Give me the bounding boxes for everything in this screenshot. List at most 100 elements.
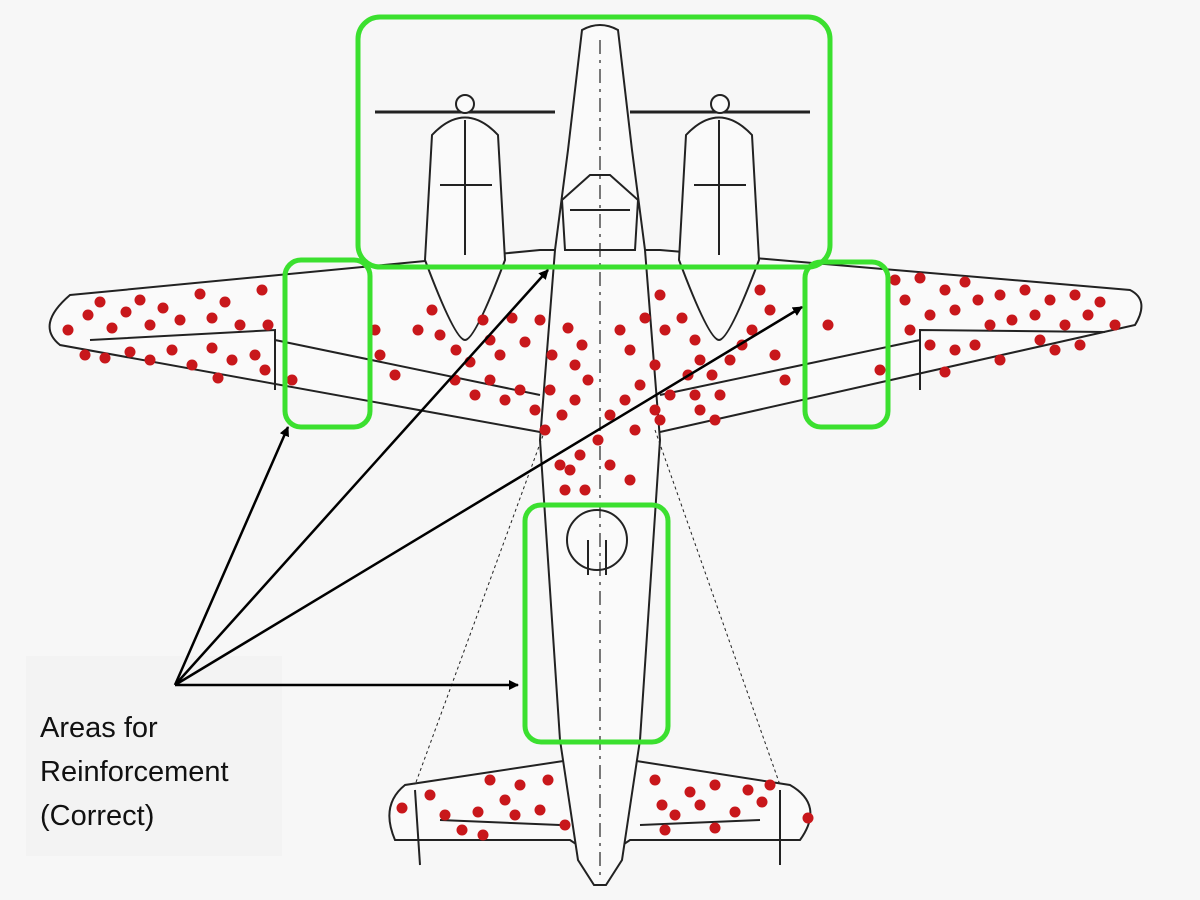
- arrow-to-left-wing-root: [173, 426, 290, 686]
- bullet-hole-dot: [1109, 319, 1121, 331]
- cockpit: [560, 174, 640, 251]
- bullet-hole-dot: [714, 389, 726, 401]
- bullet-hole-dot: [484, 374, 496, 386]
- bullet-hole-dot: [234, 319, 246, 331]
- reinforcement-label: Areas for Reinforcement (Correct): [40, 706, 229, 838]
- bullet-hole-dot: [654, 414, 666, 426]
- bullet-hole-dot: [579, 484, 591, 496]
- bullet-hole-dot: [619, 394, 631, 406]
- bullet-hole-dot: [689, 389, 701, 401]
- bullet-hole-dot: [1069, 289, 1081, 301]
- bullet-hole-dot: [477, 829, 489, 841]
- wing-flap-lines: [89, 328, 541, 396]
- bullet-hole-dot: [389, 369, 401, 381]
- bullet-hole-dot: [694, 404, 706, 416]
- bullet-hole-dot: [649, 404, 661, 416]
- bullet-hole-dot: [614, 324, 626, 336]
- bullet-hole-dot: [939, 284, 951, 296]
- bullet-hole-dot: [426, 304, 438, 316]
- bullet-hole-dot: [124, 346, 136, 358]
- bullet-hole-dot: [256, 284, 268, 296]
- bullet-hole-dot: [729, 806, 741, 818]
- bullet-hole-dot: [924, 309, 936, 321]
- bullet-hole-dot: [477, 314, 489, 326]
- bullet-hole-dot: [412, 324, 424, 336]
- bullet-hole-dot: [157, 302, 169, 314]
- bullet-hole-dot: [219, 296, 231, 308]
- bullet-hole-dot: [249, 349, 261, 361]
- bullet-hole-dot: [629, 424, 641, 436]
- bullet-hole-dot: [574, 449, 586, 461]
- left-spinner: [455, 94, 475, 114]
- highlight-rear-fuselage: [522, 502, 671, 745]
- bullet-hole-dot: [654, 289, 666, 301]
- bullet-hole-dot: [949, 344, 961, 356]
- bullet-hole-dot: [562, 322, 574, 334]
- bullet-hole-dot: [529, 404, 541, 416]
- bullet-hole-dot: [694, 354, 706, 366]
- bullet-hole-dot: [82, 309, 94, 321]
- bullet-hole-dot: [889, 274, 901, 286]
- label-line-3: (Correct): [40, 800, 155, 832]
- bullet-hole-dot: [676, 312, 688, 324]
- bullet-hole-dot: [424, 789, 436, 801]
- bullet-hole-dot: [569, 394, 581, 406]
- bullet-hole-dot: [1082, 309, 1094, 321]
- bullet-holes: [62, 272, 1121, 841]
- bullet-hole-dot: [456, 824, 468, 836]
- bullet-hole-dot: [506, 312, 518, 324]
- bullet-hole-dot: [484, 774, 496, 786]
- bullet-hole-dot: [709, 822, 721, 834]
- bullet-hole-dot: [1059, 319, 1071, 331]
- bullet-hole-dot: [1074, 339, 1086, 351]
- bullet-hole-dot: [259, 364, 271, 376]
- bullet-hole-dot: [509, 809, 521, 821]
- bullet-hole-dot: [959, 276, 971, 288]
- bullet-hole-dot: [1029, 309, 1041, 321]
- bullet-hole-dot: [899, 294, 911, 306]
- bullet-hole-dot: [499, 394, 511, 406]
- bullet-hole-dot: [756, 796, 768, 808]
- bullet-hole-dot: [144, 354, 156, 366]
- turret-guns: [587, 540, 607, 575]
- bullet-hole-dot: [62, 324, 74, 336]
- bullet-hole-dot: [439, 809, 451, 821]
- bullet-hole-dot: [534, 314, 546, 326]
- label-background: [26, 656, 282, 856]
- bullet-hole-dot: [556, 409, 568, 421]
- bullet-hole-dot: [709, 414, 721, 426]
- bullet-hole-dot: [802, 812, 814, 824]
- highlight-right-wing-root: [802, 259, 891, 430]
- bullet-hole-dot: [874, 364, 886, 376]
- bullet-hole-dot: [472, 806, 484, 818]
- bullet-hole-dot: [949, 304, 961, 316]
- bullet-hole-dot: [592, 434, 604, 446]
- arrows: [173, 269, 803, 690]
- bullet-hole-dot: [649, 774, 661, 786]
- bullet-hole-dot: [689, 334, 701, 346]
- bullet-hole-dot: [1094, 296, 1106, 308]
- bullet-hole-dot: [174, 314, 186, 326]
- bullet-hole-dot: [822, 319, 834, 331]
- bullet-hole-dot: [206, 312, 218, 324]
- bullet-hole-dot: [494, 349, 506, 361]
- bullet-hole-dot: [262, 319, 274, 331]
- bullet-hole-dot: [499, 794, 511, 806]
- tail-sightlines: [414, 429, 781, 786]
- bullet-hole-dot: [544, 384, 556, 396]
- bullet-hole-dot: [769, 349, 781, 361]
- right-engine-detail: [694, 120, 746, 255]
- bullet-hole-dot: [939, 366, 951, 378]
- bullet-hole-dot: [106, 322, 118, 334]
- bullet-hole-dot: [969, 339, 981, 351]
- tail-elevators: [414, 789, 781, 866]
- highlight-engines-cockpit: [355, 14, 833, 270]
- highlight-boxes: [282, 14, 891, 745]
- bullet-hole-dot: [554, 459, 566, 471]
- bullet-hole-dot: [639, 312, 651, 324]
- bullet-hole-dot: [684, 786, 696, 798]
- bullet-hole-dot: [669, 809, 681, 821]
- bullet-hole-dot: [542, 774, 554, 786]
- label-line-1: Areas for: [40, 712, 158, 744]
